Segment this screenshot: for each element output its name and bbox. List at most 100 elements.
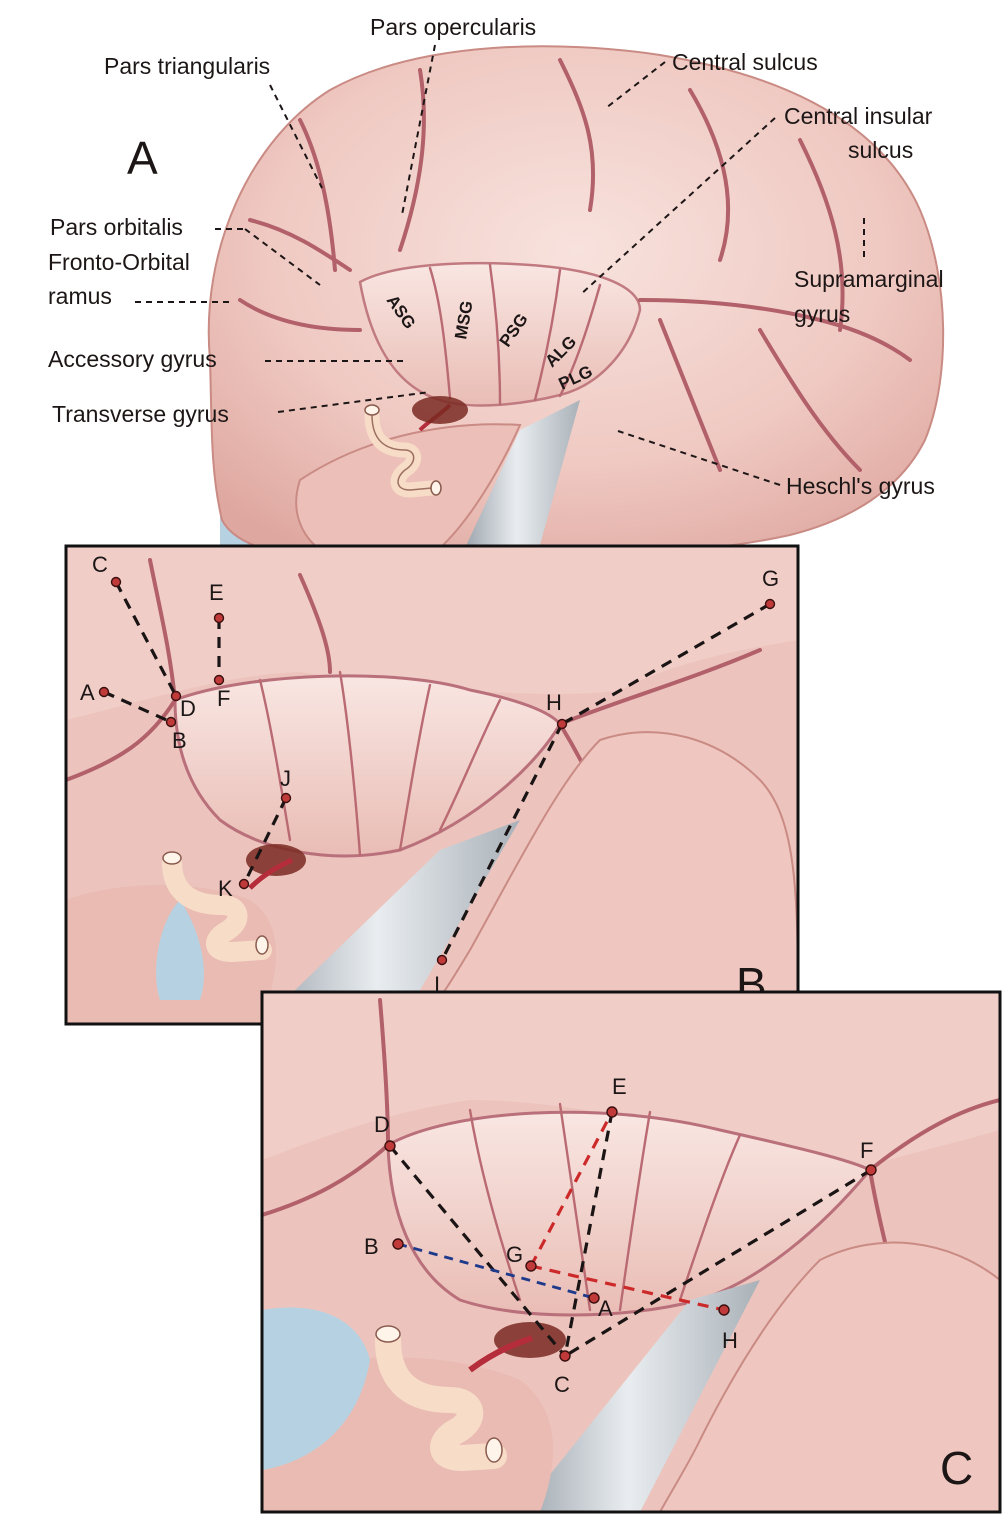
label-accessory-gyrus: Accessory gyrus (48, 346, 217, 372)
panel-c-sulcus-2 (868, 1098, 1000, 1172)
panel-c-letter-b: B (364, 1234, 379, 1259)
panel-c-point-f (865, 1164, 877, 1176)
panel-a-bone-strip (465, 400, 580, 548)
label-heschls-gyrus: Heschl's gyrus (786, 473, 935, 499)
panel-c-line-g-e (529, 1111, 614, 1267)
panel-b-insular-sulcus-2 (338, 670, 362, 857)
panel-b-line-j-k (242, 797, 288, 885)
panel-c-letter: C (940, 1442, 973, 1494)
panel-c-bone-strip (520, 1280, 760, 1512)
panel-a-sulcus-2 (398, 68, 426, 252)
panel-c-point-d (384, 1140, 396, 1152)
leader-central-sulcus (605, 61, 666, 109)
panel-c-line-f-c (564, 1168, 872, 1358)
panel-c-letter-f: F (860, 1138, 873, 1163)
panel-b-letter-d: D (180, 696, 196, 721)
panel-a: A Pars opercularis Pars triangularis Cen… (48, 14, 945, 560)
panel-b-letter-i: I (434, 972, 440, 997)
panel-b-point-c (110, 576, 122, 588)
panel-c-sulcus-4 (262, 1143, 390, 1217)
panel-c-letter-e: E (612, 1074, 627, 1099)
panel-a-insular-sulcus-3 (533, 268, 562, 402)
panel-b-vessel-end-2 (255, 935, 269, 955)
panel-a-sulcus-1 (298, 118, 337, 272)
panel-a-vessel-end-2 (430, 480, 442, 496)
panel-b-sulcus-1 (148, 558, 177, 702)
panel-a-insular-sulcus-1 (428, 266, 452, 400)
panel-c-letter-d: D (374, 1112, 390, 1137)
panel-b-point-k (238, 878, 250, 890)
panel-c-insular-sulcus-3 (618, 1110, 652, 1312)
panel-c-point-a (588, 1292, 600, 1304)
panel-b-letter-b: B (172, 728, 187, 753)
panel-c-insular-sulcus-4 (678, 1133, 742, 1302)
label-pars-orbitalis: Pars orbitalis (50, 214, 183, 240)
leader-pars-orbitalis-2 (244, 228, 321, 286)
panel-c-frame (260, 990, 1002, 1514)
label-pars-opercularis: Pars opercularis (370, 14, 536, 40)
panel-b-letter-k: K (218, 876, 233, 901)
panel-c-point-g (525, 1260, 537, 1272)
panel-a-sulcus-5 (798, 138, 845, 332)
label-central-insular-sulcus-1: Central insular (784, 103, 933, 129)
label-fronto-orbital-ramus-2: ramus (48, 283, 112, 309)
panel-a-limen-dark (412, 396, 468, 424)
panel-b-insula (173, 674, 562, 858)
panel-b-letter-e: E (209, 580, 224, 605)
label-supramarginal-gyrus-1: Supramarginal (794, 266, 944, 292)
panel-a-sulcus-7 (758, 328, 862, 472)
leader-pars-triangularis (269, 84, 323, 189)
panel-a-sulcus-4 (688, 88, 731, 262)
panel-b-point-e (213, 612, 225, 624)
panel-c-insular-sulcus-1 (468, 1108, 522, 1302)
panel-b-point-f (213, 674, 225, 686)
panel-b-artery-red (248, 857, 294, 890)
panel-c-line-g-h (530, 1264, 725, 1312)
panel-a-sulcus-3 (558, 58, 596, 212)
panel-b-point-j (280, 792, 292, 804)
panel-c-letter-c: C (554, 1372, 570, 1397)
panel-c-letter-g: G (506, 1242, 523, 1267)
label-transverse-gyrus: Transverse gyrus (52, 401, 229, 427)
panel-c: A B C D E F G H C (260, 990, 1002, 1514)
panel-c-line-b-a (397, 1242, 595, 1300)
panel-b-sulcus-2 (298, 573, 332, 674)
panel-c-point-h (718, 1304, 730, 1316)
panel-b: A B C D E F G H I J K B (64, 544, 800, 1026)
panel-b-letter-f: F (217, 686, 230, 711)
panel-a-vessel-outline (371, 414, 433, 491)
panel-b-vessel (162, 852, 272, 963)
panel-c-insular-sulcus-2 (558, 1102, 592, 1312)
panel-c-letter-a: A (598, 1296, 613, 1321)
panel-b-point-h (556, 718, 568, 730)
panel-b-sulcus-3 (558, 648, 762, 726)
panel-c-letter-h: H (722, 1328, 738, 1353)
panel-c-csf (262, 1307, 370, 1470)
panel-b-point-g (764, 598, 776, 610)
label-pars-triangularis: Pars triangularis (104, 53, 270, 79)
panel-a-insular-sulcus-2 (488, 263, 502, 406)
panel-c-point-b (392, 1238, 404, 1250)
panel-a-sulcus-8 (238, 298, 362, 332)
panel-a-vessel-end-1 (364, 404, 380, 416)
panel-c-vessel-end-1 (375, 1325, 401, 1343)
panel-b-letter-c: C (92, 552, 108, 577)
label-central-insular-sulcus-2: sulcus (848, 137, 913, 163)
panel-b-line-g-h (561, 602, 771, 726)
leader-pars-opercularis (401, 44, 436, 216)
panel-c-temporal-lobe (658, 1241, 1000, 1512)
panel-c-operculum (262, 992, 1000, 1170)
panel-b-bone-strip (260, 820, 520, 1024)
panel-c-artery-red (468, 1335, 533, 1373)
panel-b-point-d (170, 690, 182, 702)
label-fronto-orbital-ramus-1: Fronto-Orbital (48, 249, 190, 275)
panel-b-point-i (436, 954, 448, 966)
panel-c-point-e (606, 1106, 618, 1118)
panel-c-line-d-c (388, 1144, 567, 1358)
panel-b-operculum (66, 546, 798, 720)
panel-b-point-b (165, 716, 177, 728)
panel-b-point-a (98, 686, 110, 698)
panel-c-line-e-c (563, 1111, 614, 1357)
